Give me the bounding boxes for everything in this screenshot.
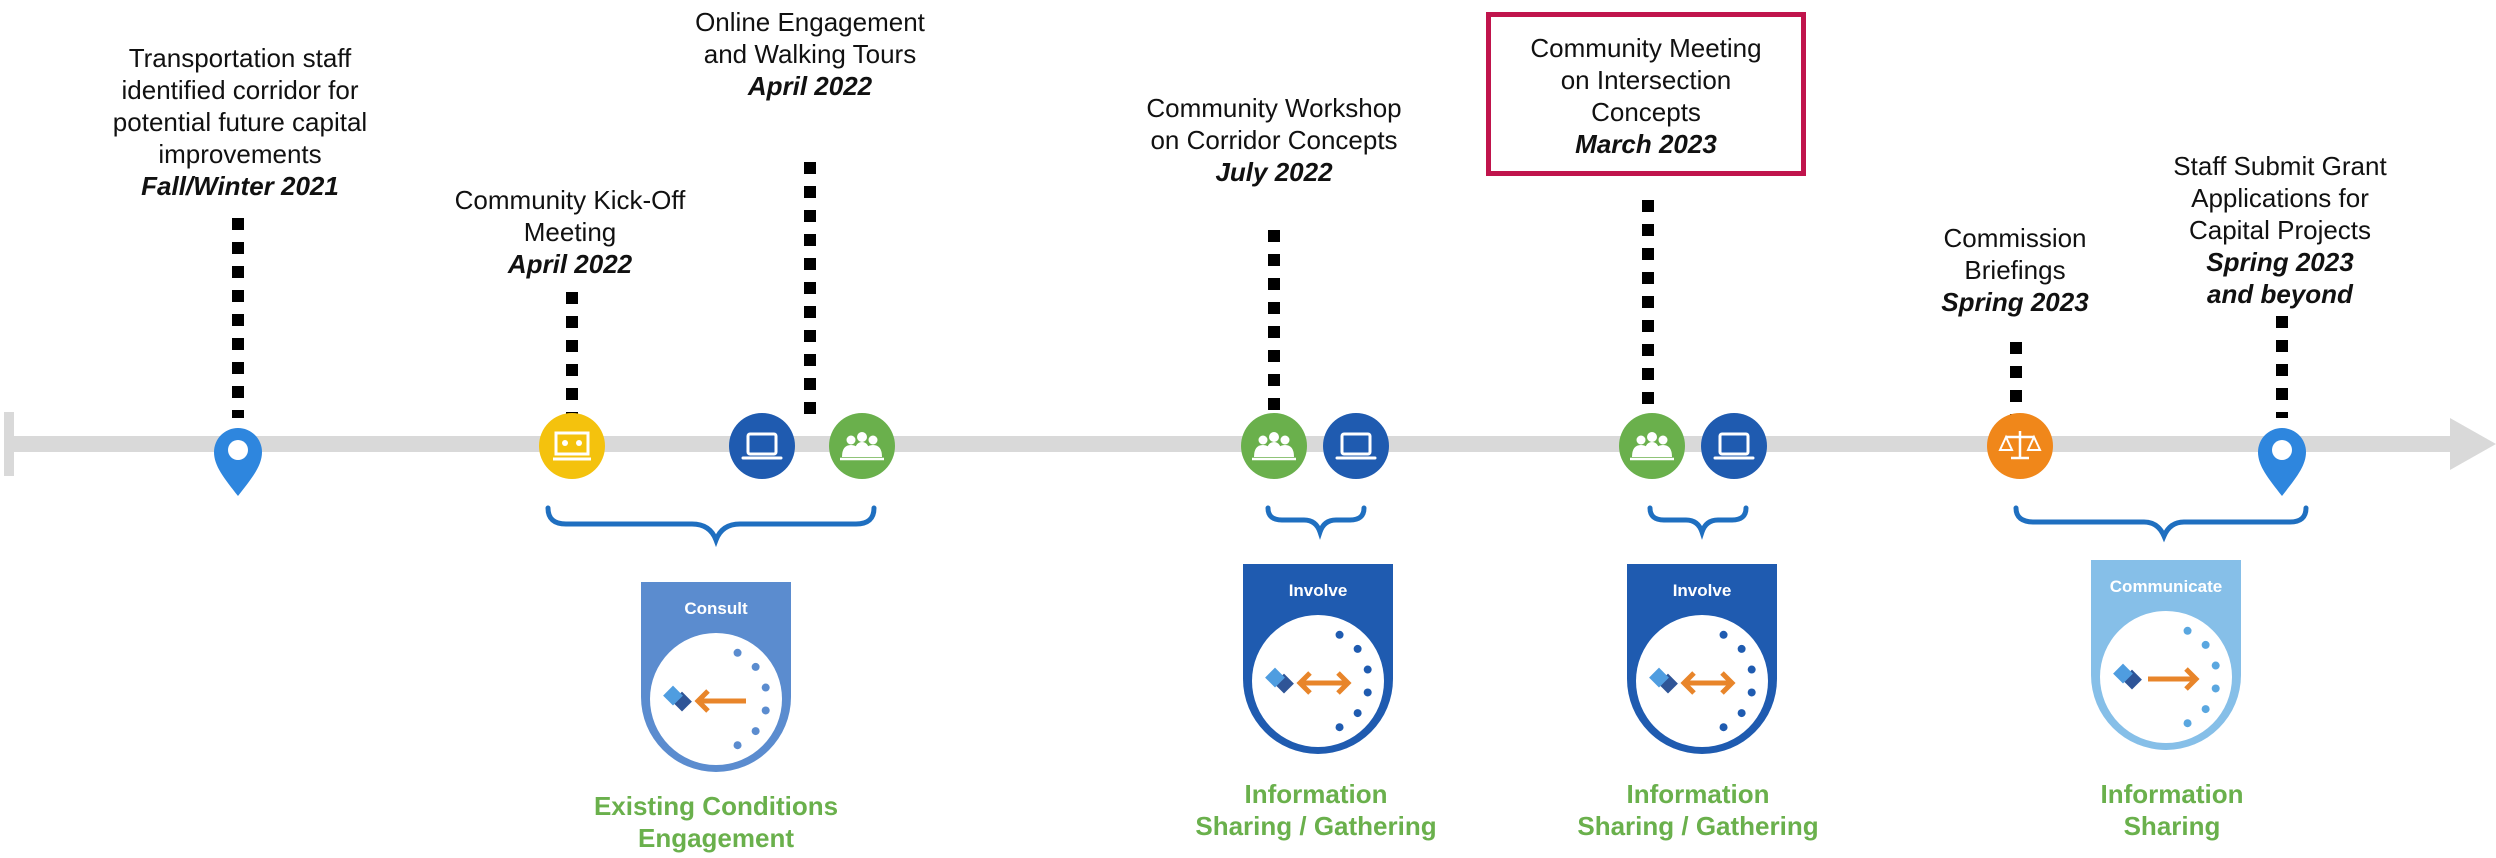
phase-caption: Information Sharing / Gathering	[1577, 779, 1819, 841]
milestone-label: Staff Submit Grant Applications for Capi…	[2173, 151, 2387, 309]
laptop-icon	[1323, 413, 1389, 479]
badge-label: Involve	[1289, 581, 1348, 600]
engagement-badge: Communicate	[2091, 560, 2241, 750]
timeline-axis	[4, 412, 2496, 476]
milestone-label: Transportation staff identified corridor…	[112, 43, 368, 201]
phase-caption: Information Sharing	[2100, 779, 2244, 841]
milestone-label: Community Meeting on Intersection Concep…	[1530, 33, 1762, 159]
phase-caption: Information Sharing / Gathering	[1195, 779, 1437, 841]
scales-icon	[1987, 413, 2053, 479]
phase-caption: Existing Conditions Engagement	[593, 791, 839, 853]
engagement-shields: Consult Involve Involve Communicate	[641, 560, 2241, 772]
milestone-leaders	[232, 162, 2288, 418]
laptop-icon	[1701, 413, 1767, 479]
location-pin-icon	[2258, 428, 2306, 496]
badge-label: Involve	[1673, 581, 1732, 600]
engagement-badge: Involve	[1627, 564, 1777, 754]
location-pin-icon	[214, 428, 262, 496]
group-icon	[829, 413, 895, 479]
group-icon	[1619, 413, 1685, 479]
group-icon	[1241, 413, 1307, 479]
group-braces	[545, 505, 2309, 548]
highlight-frame	[1486, 12, 1806, 176]
engagement-badge: Consult	[641, 582, 791, 772]
presentation-icon	[539, 413, 605, 479]
badge-label: Communicate	[2110, 577, 2222, 596]
laptop-icon	[729, 413, 795, 479]
engagement-badge: Involve	[1243, 564, 1393, 754]
badge-label: Consult	[684, 599, 748, 618]
